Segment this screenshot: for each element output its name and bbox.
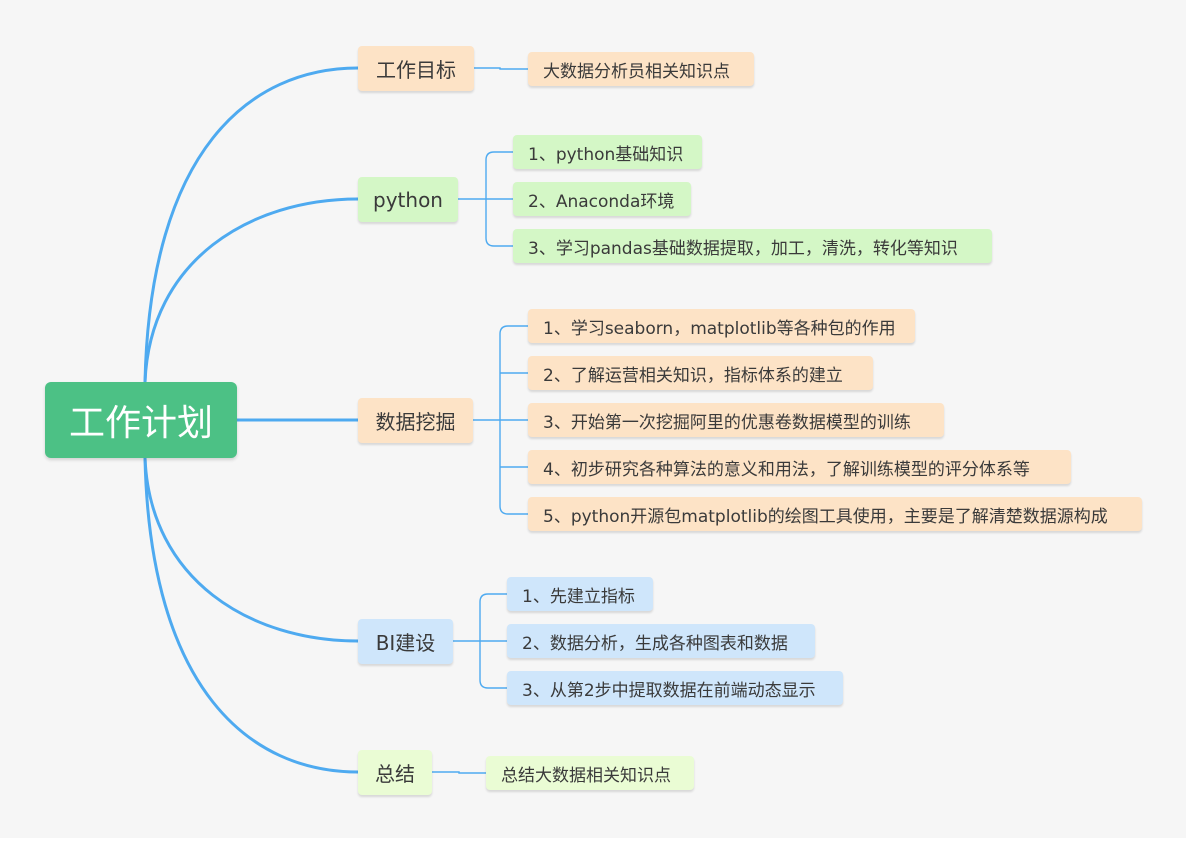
summary-child-link xyxy=(432,771,486,774)
leaf-node-mining-1[interactable]: 1、学习seaborn，matplotlib等各种包的作用 xyxy=(528,309,915,343)
branch-node-data-mining[interactable]: 数据挖掘 xyxy=(358,398,473,443)
goal-child-link xyxy=(474,67,528,70)
branch-label: python xyxy=(373,187,443,212)
leaf-label: 大数据分析员相关知识点 xyxy=(543,61,730,82)
leaf-label: 总结大数据相关知识点 xyxy=(501,765,671,786)
leaf-node-mining-5[interactable]: 5、python开源包matplotlib的绘图工具使用，主要是了解清楚数据源构… xyxy=(528,497,1142,531)
root-node-work-plan[interactable]: 工作计划 xyxy=(45,382,237,458)
leaf-node-bi-2[interactable]: 2、数据分析，生成各种图表和数据 xyxy=(507,624,815,658)
leaf-node-mining-2[interactable]: 2、了解运营相关知识，指标体系的建立 xyxy=(528,356,873,390)
leaf-node-mining-3[interactable]: 3、开始第一次挖掘阿里的优惠卷数据模型的训练 xyxy=(528,403,944,437)
branch-node-bi-construction[interactable]: BI建设 xyxy=(358,619,453,664)
branch-label: 总结 xyxy=(375,762,415,786)
leaf-label: 3、从第2步中提取数据在前端动态显示 xyxy=(522,680,816,701)
leaf-label: 2、Anaconda环境 xyxy=(528,191,675,212)
leaf-label: 4、初步研究各种算法的意义和用法，了解训练模型的评分体系等 xyxy=(543,459,1030,480)
python-child-links xyxy=(458,151,513,247)
leaf-node-mining-4[interactable]: 4、初步研究各种算法的意义和用法，了解训练模型的评分体系等 xyxy=(528,450,1071,484)
leaf-label: 5、python开源包matplotlib的绘图工具使用，主要是了解清楚数据源构… xyxy=(543,506,1108,527)
root-link-bi xyxy=(143,456,360,643)
branch-node-python[interactable]: python xyxy=(358,177,458,222)
leaf-node-bi-3[interactable]: 3、从第2步中提取数据在前端动态显示 xyxy=(507,671,843,705)
leaf-node-bi-1[interactable]: 1、先建立指标 xyxy=(507,577,653,611)
leaf-label: 1、先建立指标 xyxy=(522,586,635,607)
leaf-node-python-3[interactable]: 3、学习pandas基础数据提取，加工，清洗，转化等知识 xyxy=(513,229,992,263)
leaf-node-python-2[interactable]: 2、Anaconda环境 xyxy=(513,182,691,216)
branch-label: 数据挖掘 xyxy=(375,410,456,434)
leaf-label: 2、数据分析，生成各种图表和数据 xyxy=(522,633,788,654)
branch-node-summary[interactable]: 总结 xyxy=(358,750,432,795)
leaf-label: 3、学习pandas基础数据提取，加工，清洗，转化等知识 xyxy=(528,238,958,259)
mining-child-links xyxy=(473,325,528,515)
leaf-label: 3、开始第一次挖掘阿里的优惠卷数据模型的训练 xyxy=(543,412,911,433)
root-link-goal xyxy=(143,66,360,384)
root-label: 工作计划 xyxy=(68,403,213,444)
branch-node-work-goal[interactable]: 工作目标 xyxy=(358,46,474,91)
leaf-node-summary-1[interactable]: 总结大数据相关知识点 xyxy=(486,756,694,790)
leaf-node-goal-1[interactable]: 大数据分析员相关知识点 xyxy=(528,52,754,86)
root-link-summary xyxy=(143,456,360,774)
bi-child-links xyxy=(453,593,507,689)
root-link-python xyxy=(143,197,360,384)
leaf-label: 1、python基础知识 xyxy=(528,144,684,165)
branch-label: 工作目标 xyxy=(376,58,456,82)
leaf-node-python-1[interactable]: 1、python基础知识 xyxy=(513,135,702,169)
leaf-label: 2、了解运营相关知识，指标体系的建立 xyxy=(543,365,843,386)
leaf-label: 1、学习seaborn，matplotlib等各种包的作用 xyxy=(543,318,896,339)
branch-label: BI建设 xyxy=(375,631,436,655)
